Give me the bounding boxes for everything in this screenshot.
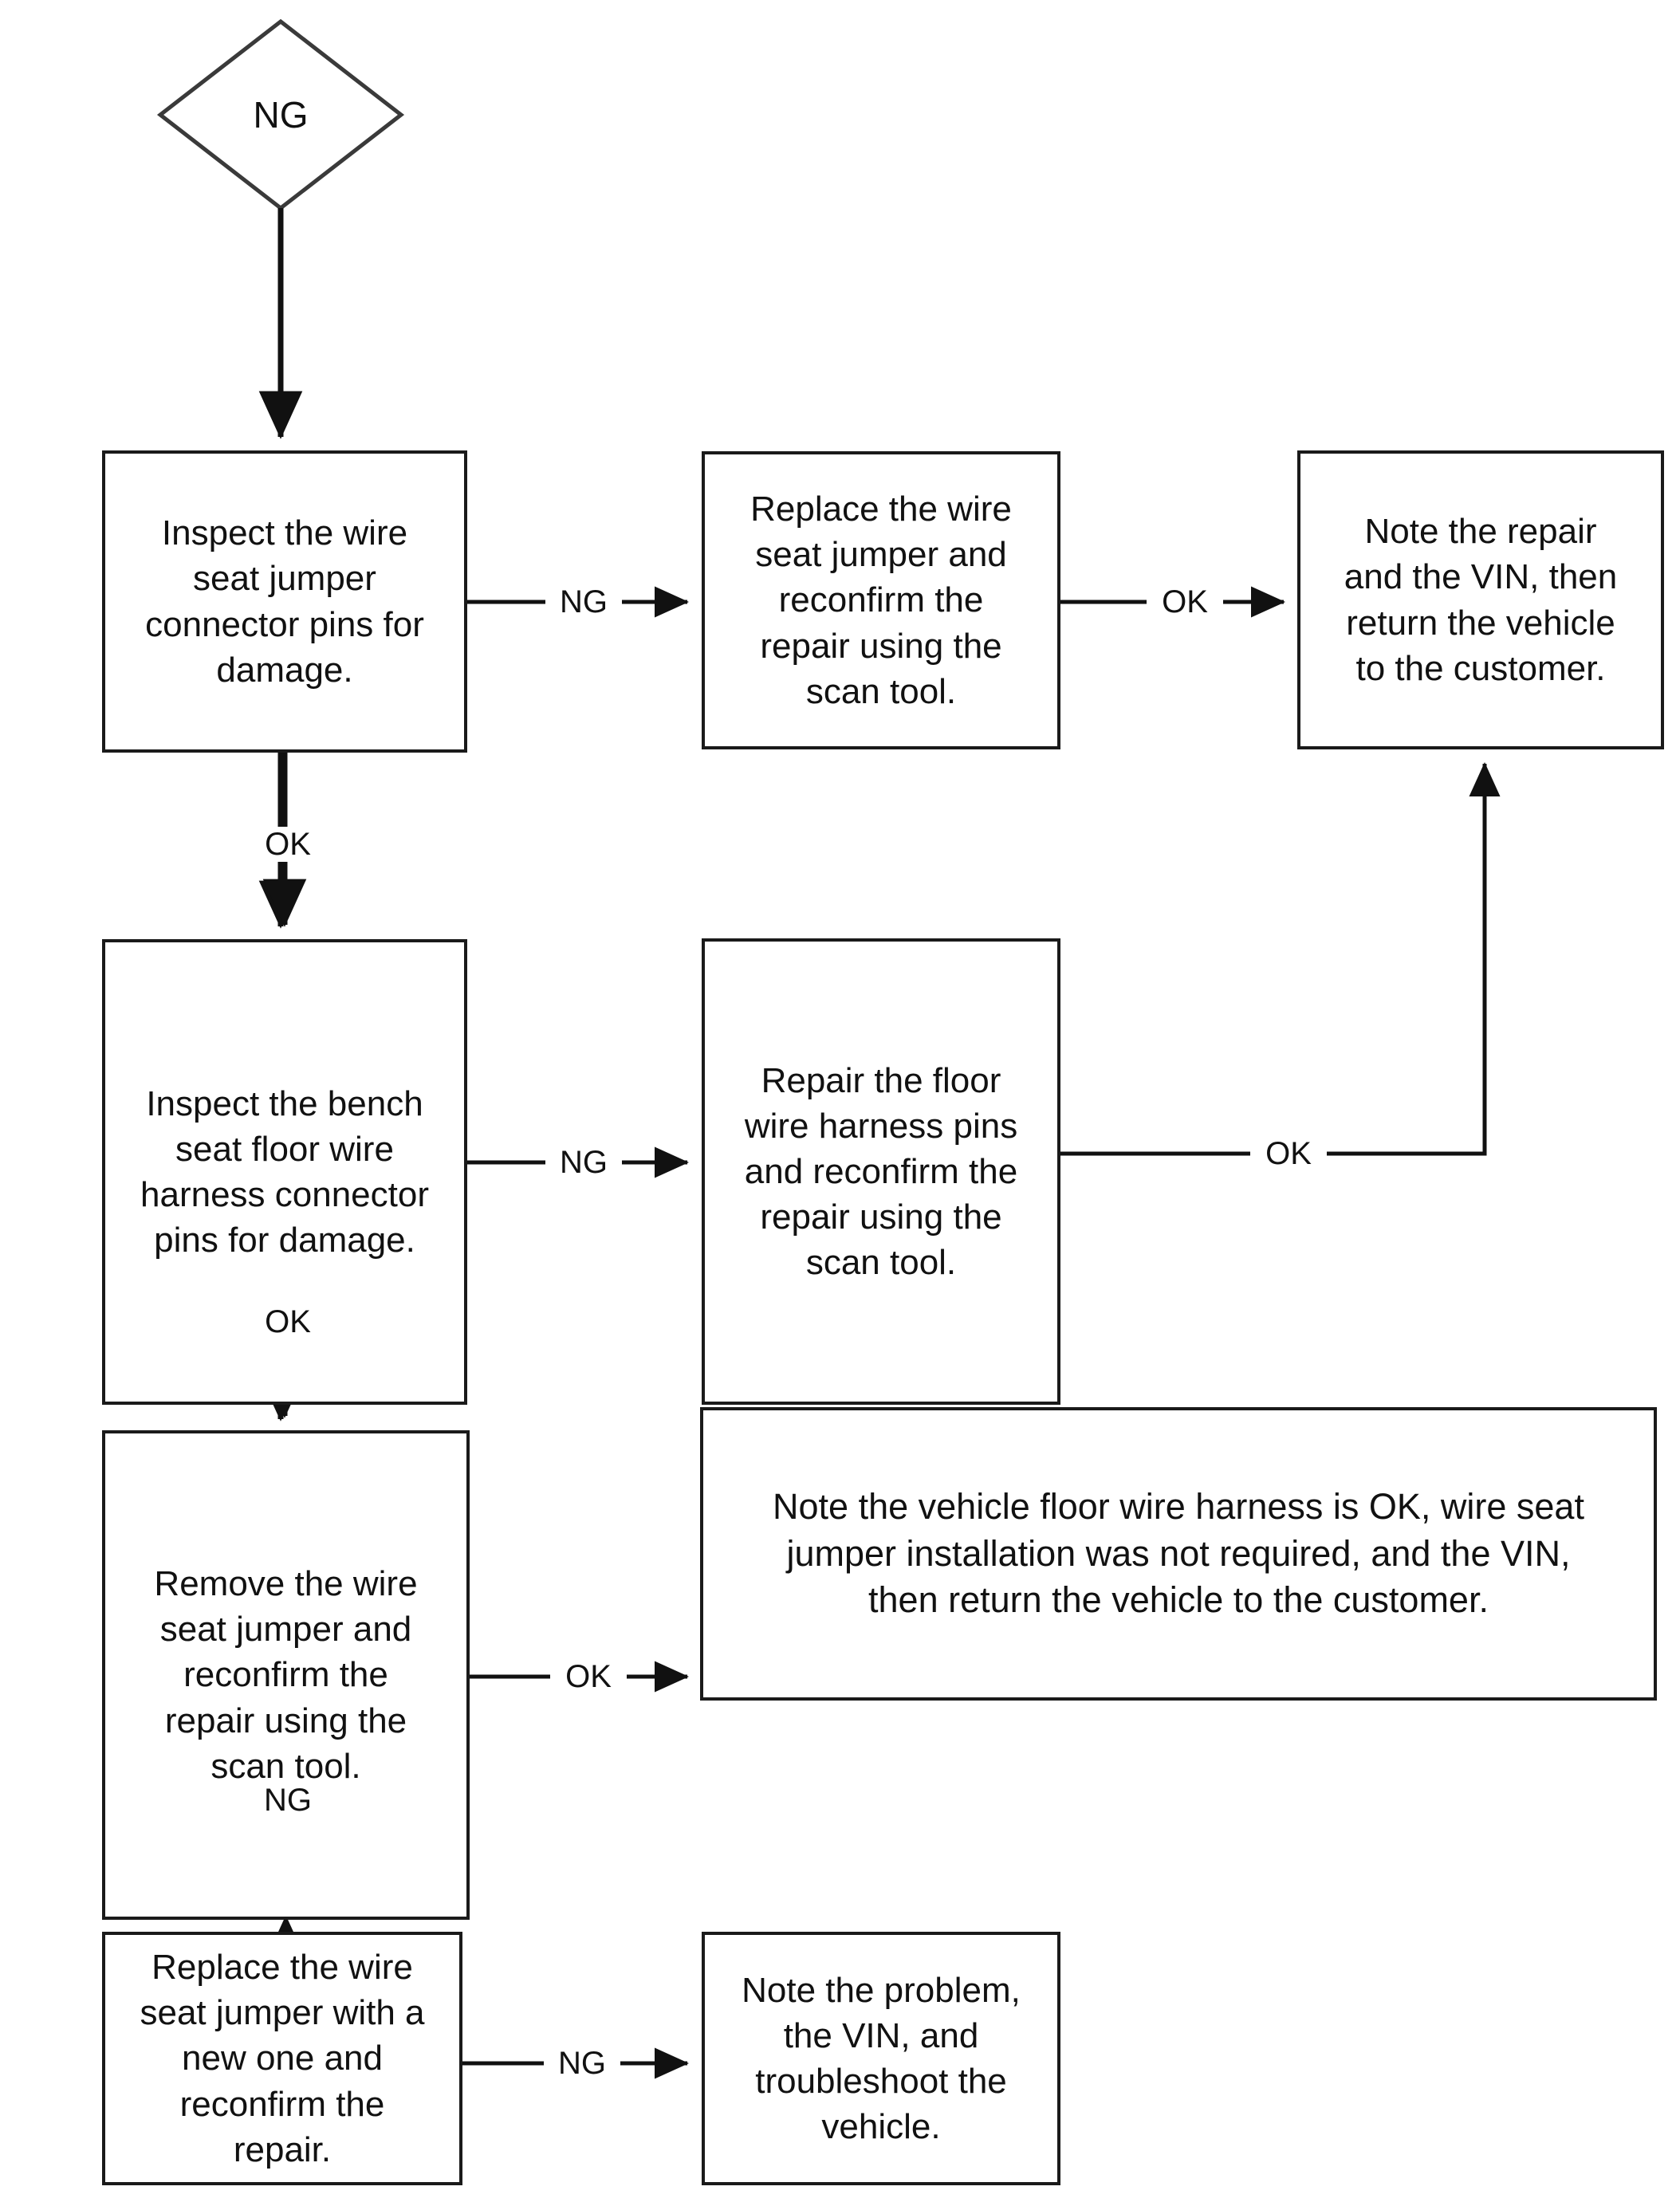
edge-label-floor-to-repair: NG [545, 1145, 622, 1180]
node-note-repair-vin[interactable]: Note the repair and the VIN, then return… [1297, 450, 1664, 749]
node-replace-jumper-new[interactable]: Replace the wire seat jumper with a new … [102, 1932, 462, 2185]
node-repair-floor-harness[interactable]: Repair the floor wire harness pins and r… [702, 938, 1060, 1405]
node-note-repair-vin-text: Note the repair and the VIN, then return… [1344, 512, 1618, 688]
node-inspect-floor-harness-pins-text: Inspect the bench seat floor wire harnes… [140, 1083, 429, 1260]
node-note-problem-troubleshoot-text: Note the problem, the VIN, and troublesh… [742, 1970, 1021, 2147]
node-replace-jumper-reconfirm[interactable]: Replace the wire seat jumper and reconfi… [702, 451, 1060, 749]
edge-label-repair-to-note: OK [1250, 1136, 1327, 1171]
connector-repair-to-note [1060, 761, 1501, 1156]
edge-label-inspect-to-floor: OK [249, 827, 327, 862]
node-note-harness-ok[interactable]: Note the vehicle floor wire harness is O… [700, 1407, 1657, 1701]
node-note-harness-ok-text: Note the vehicle floor wire harness is O… [773, 1486, 1584, 1621]
ng-decision-label: NG [253, 94, 309, 136]
edge-label-inspect-to-replace: NG [545, 584, 622, 619]
ng-decision-node: NG [160, 22, 401, 208]
edge-label-replace-to-note: OK [1147, 584, 1223, 619]
edge-label-remove-to-noteok: OK [550, 1659, 627, 1694]
node-inspect-jumper-pins[interactable]: Inspect the wire seat jumper connector p… [102, 450, 467, 753]
node-remove-jumper-reconfirm-text: Remove the wire seat jumper and reconfir… [154, 1564, 418, 1786]
node-remove-jumper-reconfirm[interactable]: Remove the wire seat jumper and reconfir… [102, 1430, 470, 1920]
edge-label-floor-to-remove: OK [249, 1304, 327, 1339]
node-repair-floor-harness-text: Repair the floor wire harness pins and r… [744, 1060, 1018, 1283]
node-replace-jumper-reconfirm-text: Replace the wire seat jumper and reconfi… [750, 490, 1012, 711]
node-replace-jumper-new-text: Replace the wire seat jumper with a new … [140, 1948, 425, 2169]
node-note-problem-troubleshoot[interactable]: Note the problem, the VIN, and troublesh… [702, 1932, 1060, 2185]
edge-label-replacenew-to-problem: NG [544, 2046, 620, 2081]
edge-label-remove-to-replacenew: NG [249, 1783, 327, 1818]
node-inspect-jumper-pins-text: Inspect the wire seat jumper connector p… [145, 513, 424, 690]
